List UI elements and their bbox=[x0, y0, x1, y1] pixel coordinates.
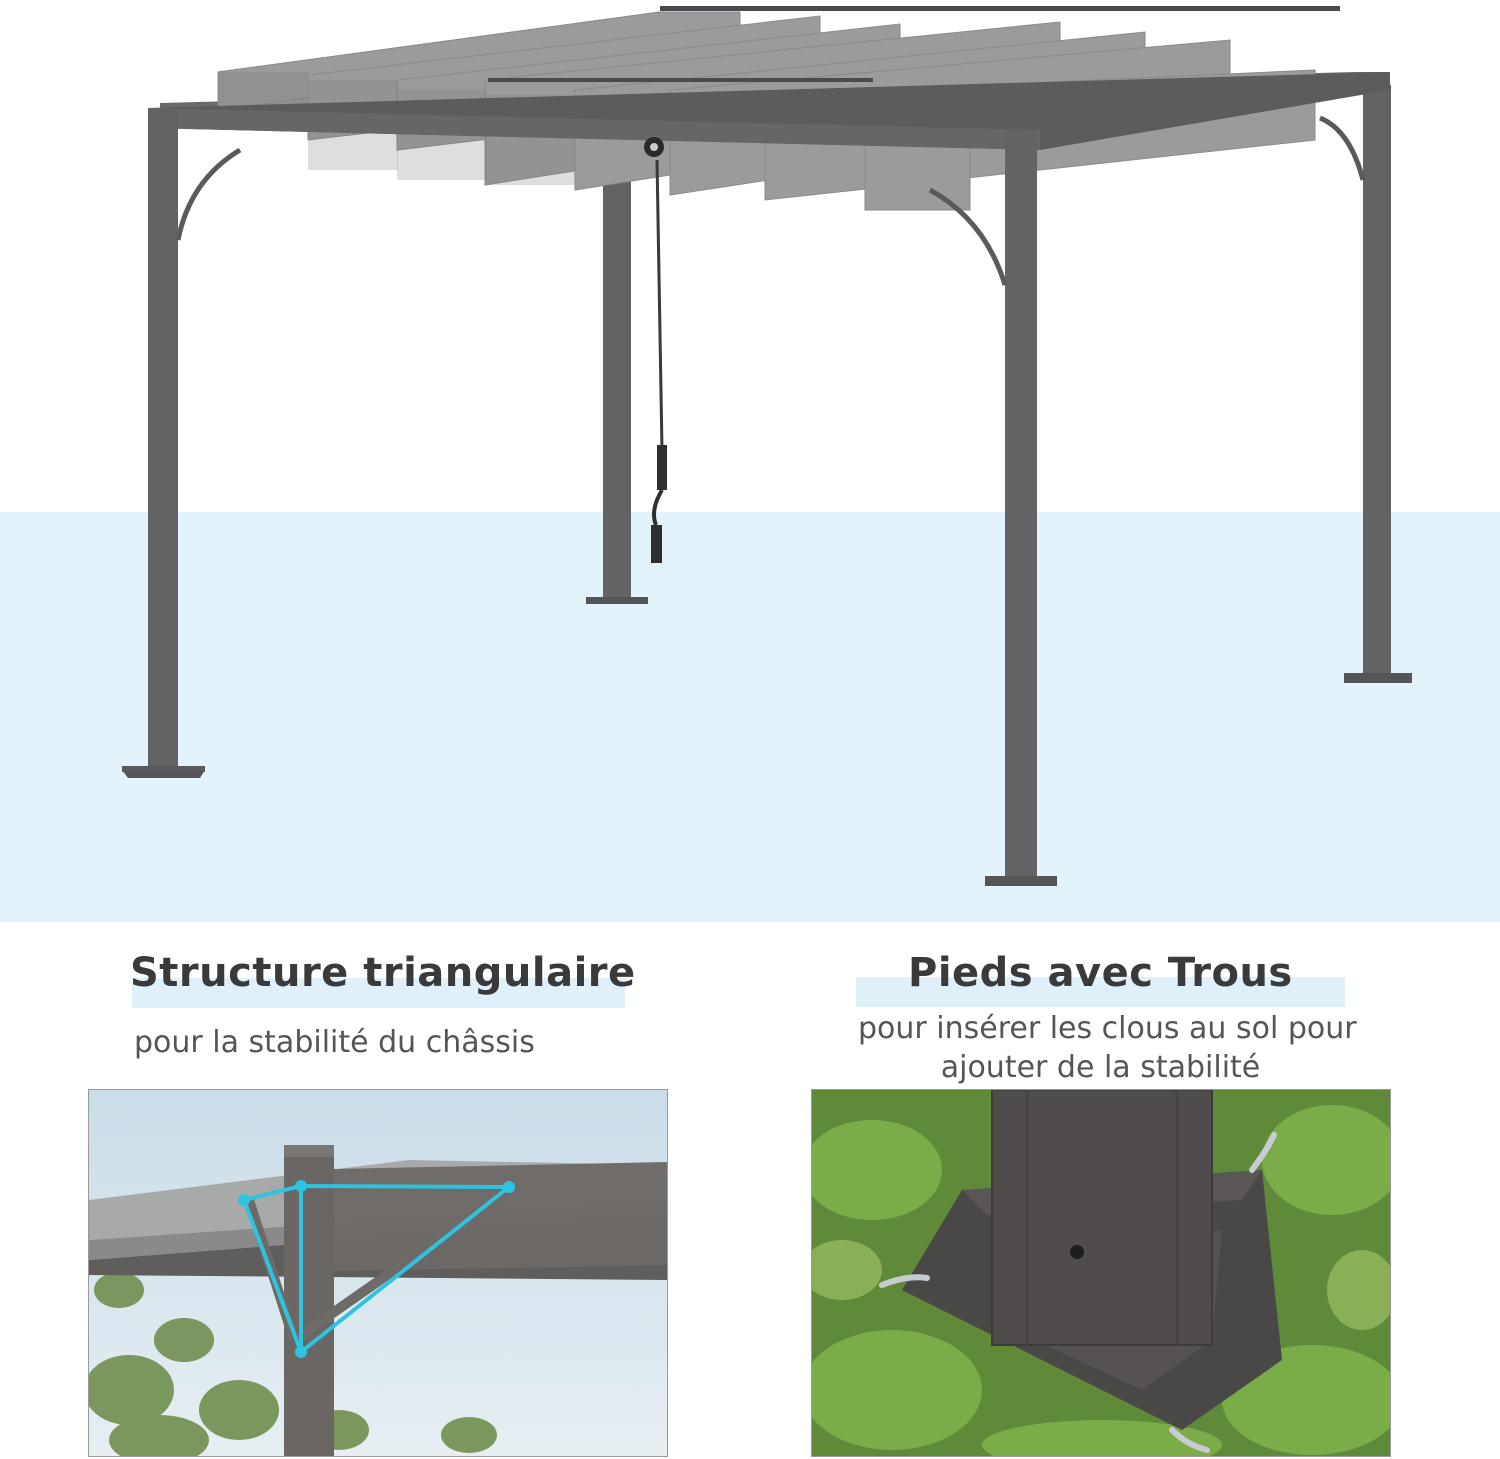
foot-plate-image bbox=[812, 1090, 1390, 1456]
pergola-illustration bbox=[0, 6, 1500, 922]
front-left-leg bbox=[148, 110, 178, 770]
rear-left-leg bbox=[603, 160, 631, 600]
bolt bbox=[1070, 1245, 1084, 1259]
leg-post bbox=[992, 1090, 1212, 1345]
top-rail bbox=[660, 6, 1340, 11]
feature-subtitle-right-line1: pour insérer les clous au sol pour bbox=[858, 1011, 1357, 1046]
front-rail bbox=[488, 78, 873, 82]
pergola-drawing bbox=[0, 6, 1500, 922]
crank-handle bbox=[651, 525, 662, 563]
triangle-nodes bbox=[238, 1180, 515, 1358]
rear-right-leg bbox=[1363, 85, 1391, 675]
post bbox=[284, 1145, 334, 1456]
feature-subtitle-right-line2: ajouter de la stabilité bbox=[940, 1050, 1261, 1085]
crank-rod bbox=[655, 159, 664, 451]
triangle-brace-image bbox=[89, 1090, 667, 1456]
feature-subtitle-left: pour la stabilité du châssis bbox=[134, 1025, 535, 1060]
triangle-brace-photo bbox=[88, 1089, 668, 1457]
ground-stakes bbox=[879, 1132, 1277, 1453]
feature-title-left: Structure triangulaire bbox=[130, 950, 636, 996]
right-corner-brace bbox=[928, 187, 1008, 286]
feature-title-right: Pieds avec Trous bbox=[908, 950, 1293, 996]
front-right-leg bbox=[1005, 130, 1037, 880]
title-highlight-right bbox=[856, 977, 1345, 1007]
left-corner-brace bbox=[175, 147, 242, 241]
light-blue-background-band bbox=[0, 512, 1500, 922]
foot-plate-photo bbox=[811, 1089, 1391, 1457]
rear-right-brace bbox=[1318, 115, 1366, 181]
title-highlight-left bbox=[132, 978, 625, 1008]
